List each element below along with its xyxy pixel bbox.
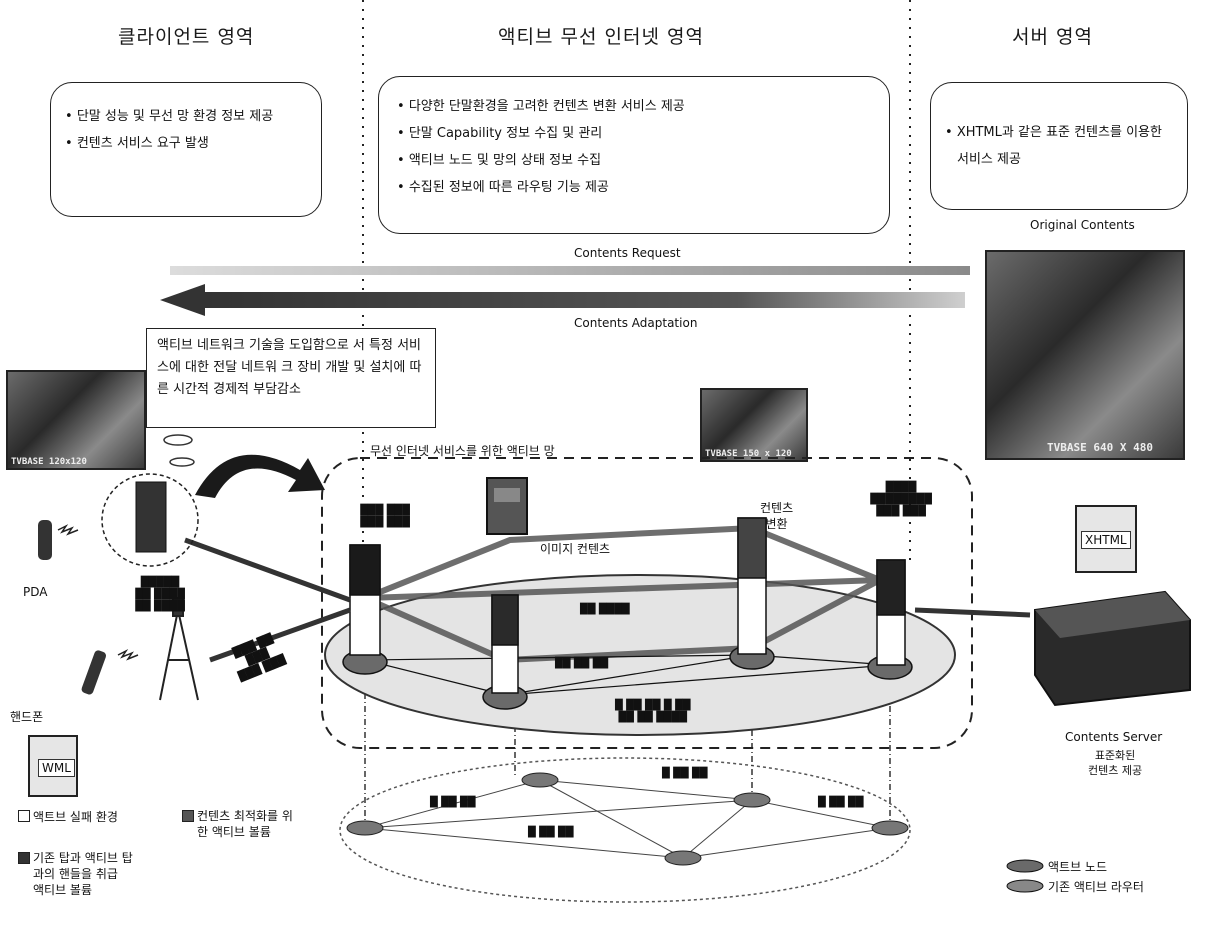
client-video-thumbnail: TVBASE 120x120 [6,370,146,470]
converted-video-caption: TVBASE 150 x 120 [705,449,792,459]
legend-swatch-3 [18,852,30,864]
wml-label: WML [38,759,75,777]
handphone-icon [81,650,107,695]
client-gateway-circle [101,473,199,567]
handphone-label: 핸드폰 [10,710,44,724]
legacy-router-5 [664,850,702,866]
active-zone-title: 액티브 무선 인터넷 영역 [498,26,704,48]
legend-text-3: 기존 탑과 액티브 탑 과의 핸들을 취급 액티브 볼륨 [33,851,133,897]
active-node-icon [1006,859,1044,873]
contents-adaptation-label: Contents Adaptation [574,316,698,330]
original-video-thumbnail: TVBASE 640 X 480 [985,250,1185,460]
converted-video-thumbnail: TVBASE 150 x 120 [700,388,808,462]
legacy-router-3 [733,792,771,808]
active-info-item-3: 액티브 노드 및 망의 상태 정보 수집 [397,147,875,174]
active-info-box: 다양한 단말환경을 고려한 컨텐츠 변환 서비스 제공단말 Capability… [378,76,890,234]
inner-label-1: ██ ████ [580,604,630,615]
legend-active-node-text: 액트브 노드 [1048,860,1108,874]
client-info-list: 단말 성능 및 무선 망 환경 정보 제공컨텐츠 서비스 요구 발생 [65,103,309,157]
legend-text-1: 액트브 실패 환경 [33,810,118,824]
server-info-item-1: XHTML과 같은 표준 컨텐츠를 이용한 서비스 제공 [945,119,1175,173]
legend-swatch-2 [182,810,194,822]
active-info-item-1: 다양한 단말환경을 고려한 컨텐츠 변환 서비스 제공 [397,93,875,120]
client-info-box: 단말 성능 및 무선 망 환경 정보 제공컨텐츠 서비스 요구 발생 [50,82,322,217]
original-contents-label: Original Contents [1030,218,1135,232]
pda-icon [38,520,52,560]
xhtml-document-icon: XHTML [1075,505,1137,573]
contents-request-arrow [170,266,970,275]
active-info-item-2: 단말 Capability 정보 수집 및 관리 [397,120,875,147]
contents-request-label: Contents Request [574,246,681,260]
legacy-router-2 [521,772,559,788]
legend-legacy-router-text: 기존 액티브 라우터 [1048,880,1144,894]
wireless-zigzag-2 [117,649,139,661]
wireless-zigzag-1 [57,524,79,536]
inner-label-6: █ ██ ██ [528,827,574,838]
legacy-router-4 [871,820,909,836]
image-content-server-icon [486,477,528,535]
gateway-label: ███████ ██████ ████ [135,577,185,612]
legend-active-node: 액트브 노드 [1005,858,1107,875]
active-info-item-4: 수집된 정보에 따른 라우팅 기능 제공 [397,174,875,201]
client-gateway-server-icon [135,481,167,553]
active-network-label: 무선 인터넷 서비스를 위한 액티브 망 [370,444,555,458]
client-video-caption: TVBASE 120x120 [11,457,87,467]
contents-server-sub: 표준화된 컨텐츠 제공 [1088,749,1143,777]
legend-item-3: 기존 탑과 액티브 탑 과의 핸들을 취급 액티브 볼륨 [18,850,133,898]
node-label-4: ███████████████ ███ [870,482,932,517]
server-info-list: XHTML과 같은 표준 컨텐츠를 이용한 서비스 제공 [945,119,1175,173]
node-label-1: ███ ██████ ███ [360,505,410,528]
legend-text-2: 컨텐츠 최적화를 위 한 액티브 볼륨 [197,809,293,839]
contents-server-label: Contents Server [1065,730,1163,744]
legend-swatch-1 [18,810,30,822]
active-info-list: 다양한 단말환경을 고려한 컨텐츠 변환 서비스 제공단말 Capability… [397,93,875,201]
inner-label-5: █ ██ ██ [430,797,476,808]
legend-item-2: 컨텐츠 최적화를 위 한 액티브 볼륨 [182,808,293,840]
contents-server-icon [1034,590,1191,707]
contents-adaptation-arrow-head [160,284,205,316]
wml-document-icon: WML [28,735,78,797]
contents-adaptation-arrow-body [205,292,965,308]
inner-label-2: ██ ██ ██ [555,658,609,669]
client-info-item-1: 단말 성능 및 무선 망 환경 정보 제공 [65,103,309,130]
original-video-caption: TVBASE 640 X 480 [1047,441,1153,454]
curved-arrow-icon [195,454,325,498]
server-zone-title: 서버 영역 [1012,26,1093,48]
legacy-router-icon [1006,879,1044,893]
callout-box: 액티브 네트워크 기술을 도입함으로 서 특정 서비스에 대한 전달 네트워 크… [146,328,436,428]
inner-label-3: █ ██ ██ █ ████ ██ ████ [615,700,691,723]
inner-label-4: █ ██ ██ [662,768,708,779]
inner-label-7: █ ██ ██ [818,797,864,808]
active-network-region [321,457,973,749]
contents-convert-label: 컨텐츠 변환 [760,501,794,531]
legend-legacy-router: 기존 액티브 라우터 [1005,878,1144,895]
client-devices [38,473,199,701]
callout-tail [163,434,195,467]
xhtml-label: XHTML [1081,531,1131,549]
legacy-network-plane [339,757,911,903]
legacy-router-1 [346,820,384,836]
legend-item-1: 액트브 실패 환경 [18,808,118,825]
image-contents-label: 이미지 컨텐츠 [540,542,611,556]
server-info-box: XHTML과 같은 표준 컨텐츠를 이용한 서비스 제공 [930,82,1188,210]
client-info-item-2: 컨텐츠 서비스 요구 발생 [65,130,309,157]
base-station-icon [159,597,199,701]
client-zone-title: 클라이언트 영역 [118,26,255,48]
pda-label: PDA [23,585,48,599]
